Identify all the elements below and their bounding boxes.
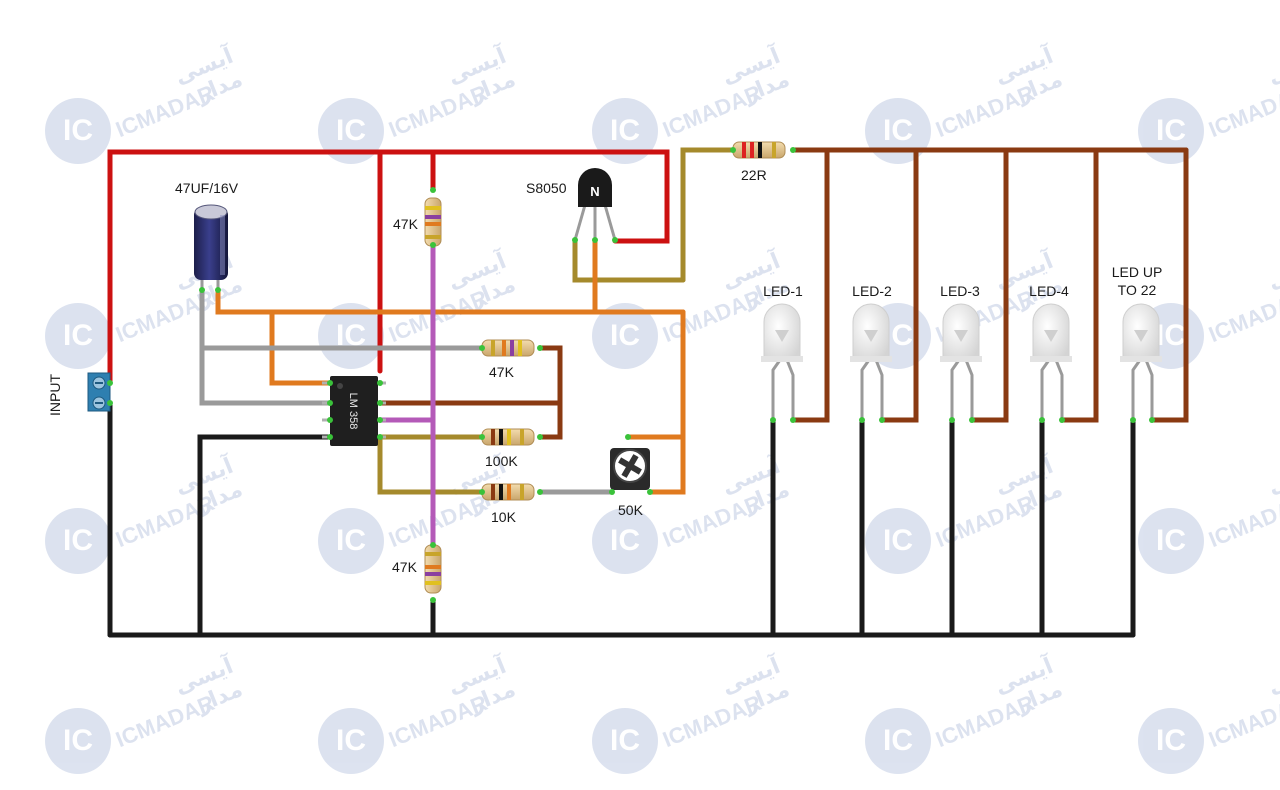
led-bus-wires xyxy=(377,147,1189,440)
capacitor-label: 47UF/16V xyxy=(175,180,239,196)
transistor-label: S8050 xyxy=(526,180,567,196)
led-up-to-22 xyxy=(1120,303,1162,420)
potentiometer xyxy=(610,448,650,490)
input-label: INPUT xyxy=(47,374,63,416)
led-4 xyxy=(1030,303,1072,420)
resistor-47k-bottom xyxy=(424,544,442,594)
transistor: N xyxy=(573,168,617,241)
resistor-100k xyxy=(481,428,535,446)
led-up-label-line2: TO 22 xyxy=(1117,282,1157,298)
led-2-label: LED-2 xyxy=(852,283,892,299)
led-4-label: LED-4 xyxy=(1029,283,1069,299)
resistor-47k-h-label: 47K xyxy=(489,364,514,380)
resistor-top-label: 47K xyxy=(393,216,418,232)
gray-wires xyxy=(199,287,615,495)
transistor-mark: N xyxy=(590,184,599,199)
resistor-bottom-label: 47K xyxy=(392,559,417,575)
orange-wires xyxy=(215,237,686,495)
power-wires xyxy=(107,149,670,386)
led-2 xyxy=(850,303,892,420)
ic-label: LM 358 xyxy=(347,393,359,430)
resistor-22r xyxy=(732,141,786,159)
led-1-label: LED-1 xyxy=(763,283,803,299)
led-3-label: LED-3 xyxy=(940,283,980,299)
resistor-10k xyxy=(481,483,535,501)
resistor-100k-label: 100K xyxy=(485,453,518,469)
resistor-47k-horizontal xyxy=(481,339,535,357)
led-3 xyxy=(940,303,982,420)
led-up-label-line1: LED UP xyxy=(1111,264,1163,280)
led-1 xyxy=(761,303,803,420)
ground-wires xyxy=(107,400,1136,638)
potentiometer-label: 50K xyxy=(618,502,643,518)
resistor-10k-label: 10K xyxy=(491,509,516,525)
resistor-22r-label: 22R xyxy=(741,167,767,183)
input-terminal xyxy=(87,372,111,412)
capacitor xyxy=(194,204,228,290)
connection-points xyxy=(107,147,1155,603)
resistor-47k-top xyxy=(424,197,442,247)
